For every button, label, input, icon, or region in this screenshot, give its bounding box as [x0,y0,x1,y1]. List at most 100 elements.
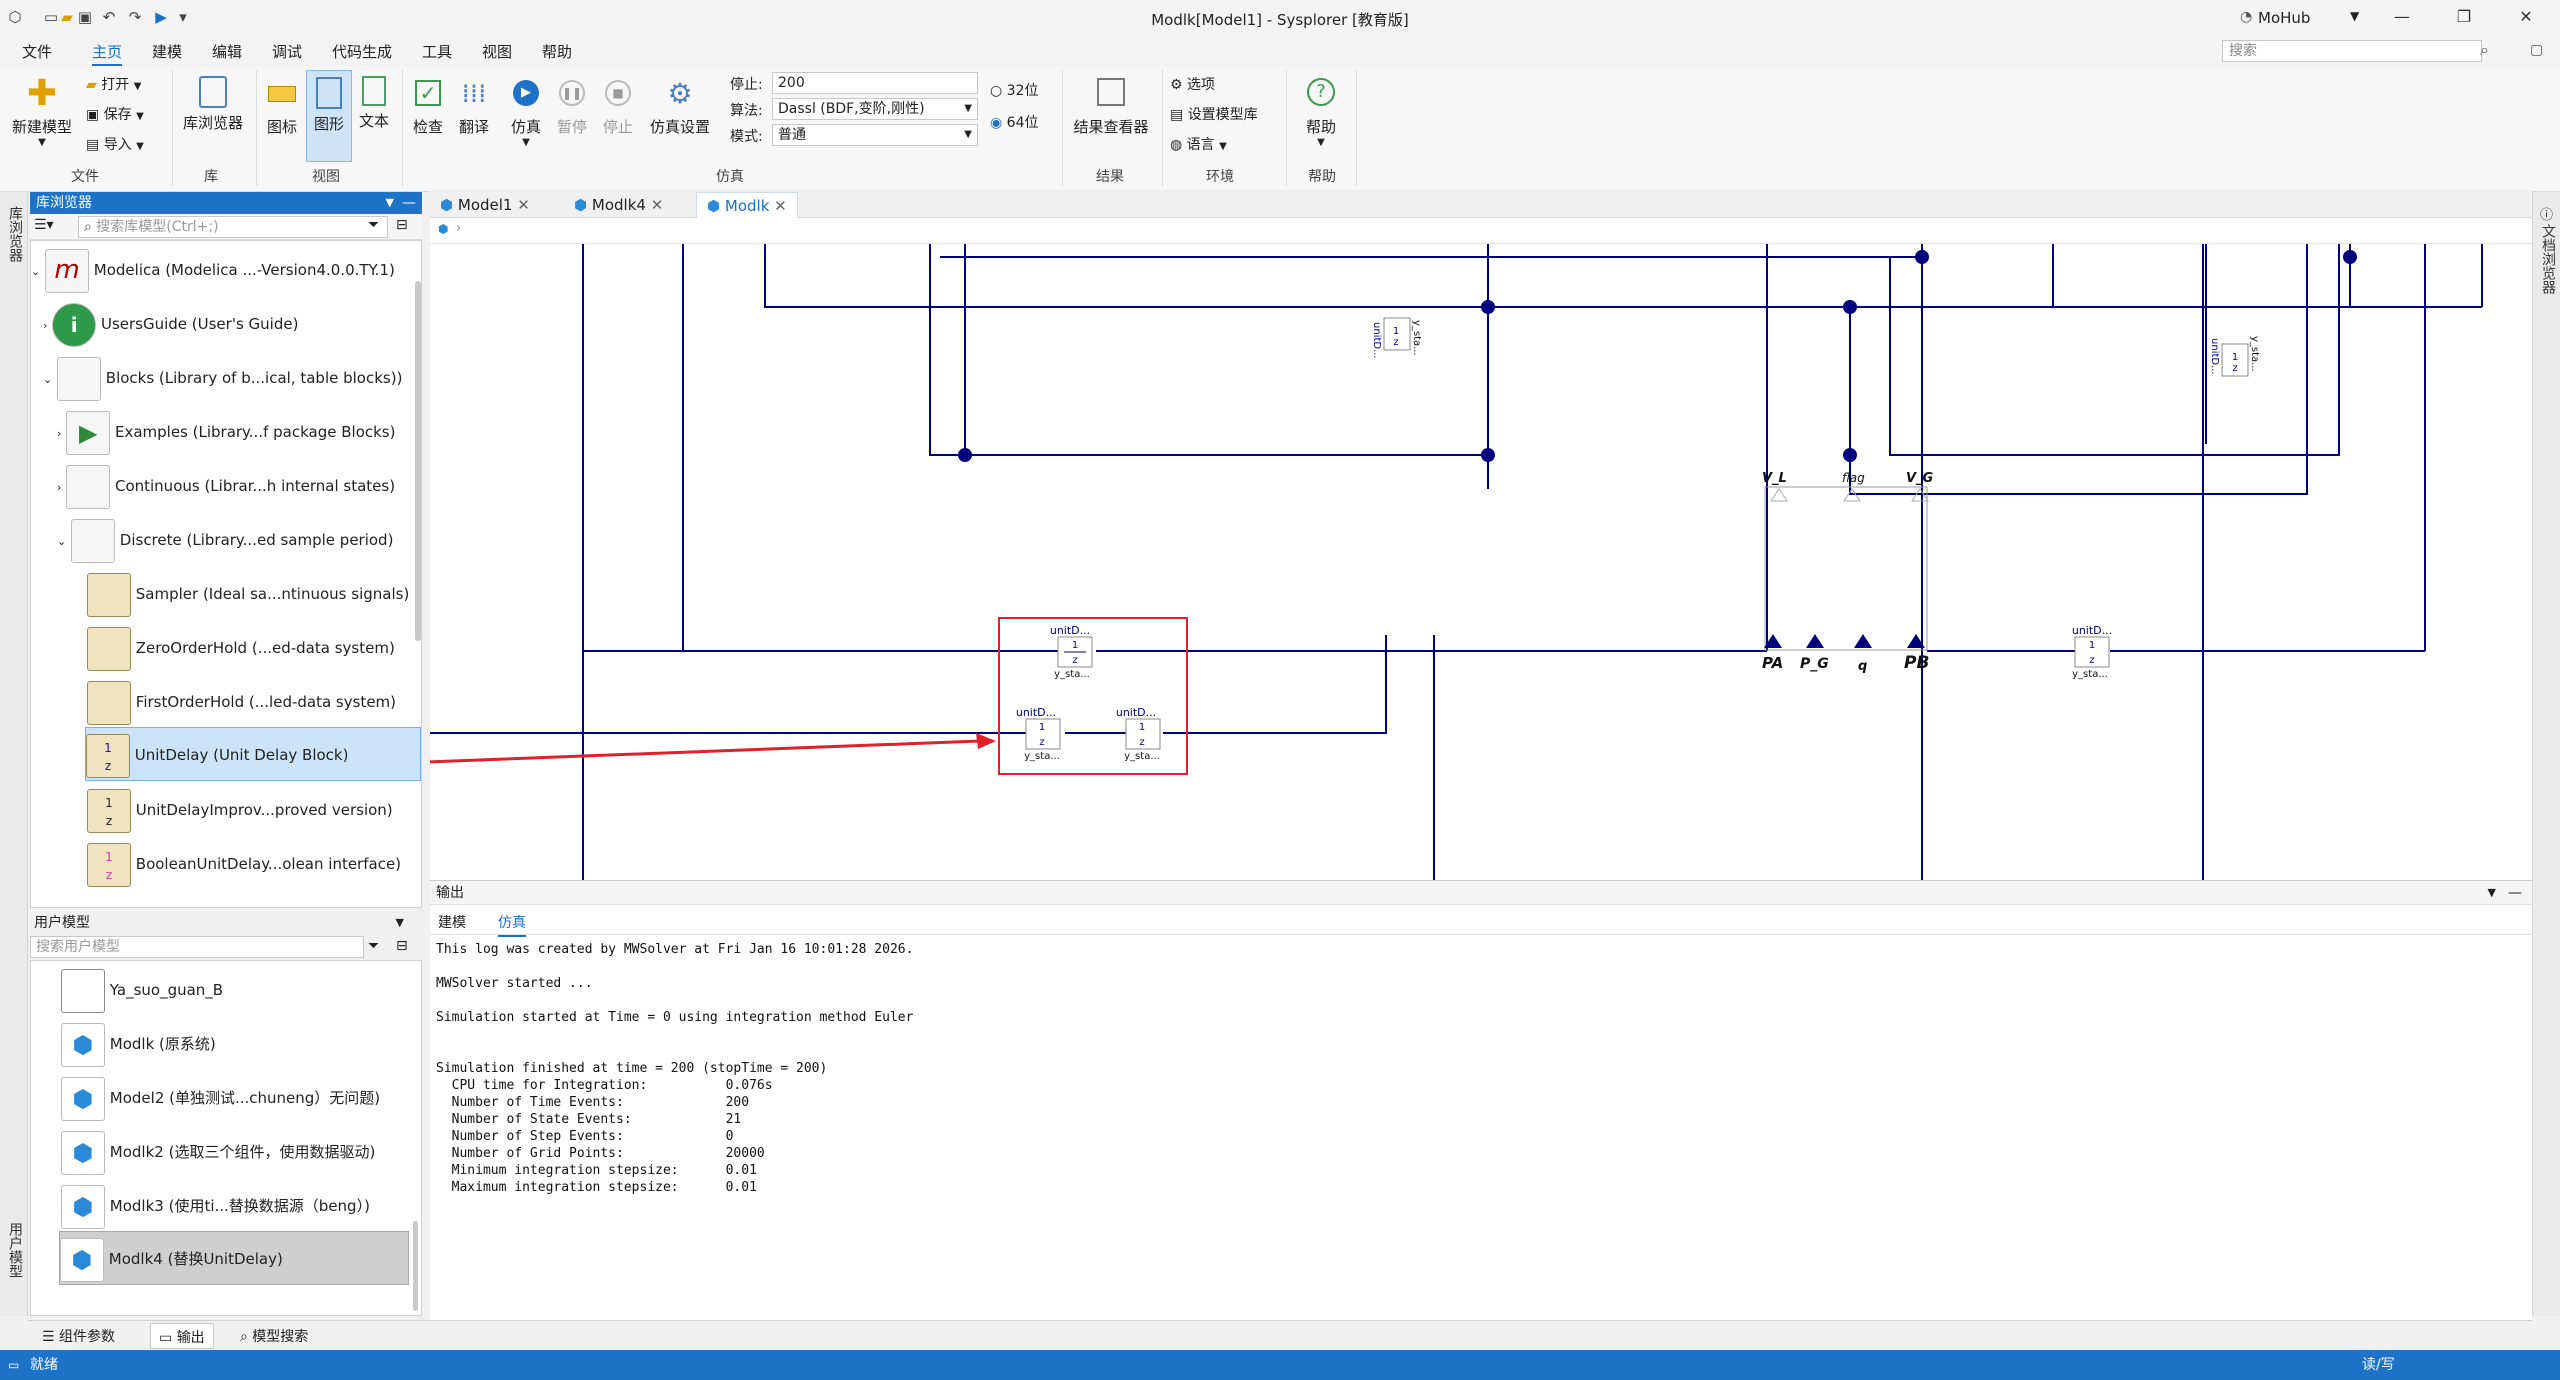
menu-codegen[interactable]: 代码生成 [332,43,393,61]
panel-dropdown-icon[interactable]: ▼ [385,196,394,209]
import-button[interactable]: ▤ 导入 ▼ [86,137,144,153]
user-model-item[interactable]: ⬢ Modlk (原系统) [61,1017,216,1071]
tab-model1[interactable]: ⬢ Model1 ✕ [440,196,530,214]
menu-help[interactable]: 帮助 [542,43,573,61]
unit-delay-block-mid-left[interactable]: unitD... 1 z y_sta... [1016,706,1061,762]
save-button[interactable]: ▣ 保存 ▼ [86,107,144,123]
unit-delay-rotated-right[interactable]: 1 z unitD... y_sta... [2209,336,2260,377]
algorithm-select[interactable]: Dassl (BDF,变阶,刚性)▼ [772,98,978,120]
tree-item-modelica[interactable]: ⌄ m Modelica (Modelica ...-Version4.0.0.… [31,243,395,297]
icon-view-button[interactable]: 图标 [262,76,302,137]
mode-select[interactable]: 普通▼ [772,124,978,146]
tree-item-examples[interactable]: › ▶ Examples (Library...f package Blocks… [57,405,395,459]
tree-item-usersguide[interactable]: › i UsersGuide (User's Guide) [43,297,298,351]
user-dropdown-icon[interactable]: ▼ [2350,9,2360,23]
rail-tab-library-browser[interactable]: 库浏览器 [7,206,23,262]
global-search-input[interactable]: 搜索 [2222,40,2482,62]
close-icon[interactable]: ✕ [2519,7,2533,26]
text-view-button[interactable]: 文本 [354,76,394,131]
language-button[interactable]: ◍ 语言 ▼ [1170,137,1227,153]
list-view-icon[interactable]: ☰▾ [34,217,54,233]
panel-minimize-icon[interactable]: — [2508,885,2522,901]
close-tab-icon[interactable]: ✕ [650,196,664,214]
rail-tab-doc-browser[interactable]: 文档浏览器 [2540,224,2556,294]
result-viewer-button[interactable]: 结果查看器 [1068,76,1154,137]
tab-component-params[interactable]: ☰ 组件参数 [42,1329,116,1345]
open-button[interactable]: ▰ 打开 ▼ [86,77,142,93]
undo-icon[interactable]: ↶ [102,8,116,26]
simulate-button[interactable]: ▶ 仿真 ▼ [506,76,546,148]
user-name[interactable]: MoHub [2258,9,2311,27]
tab-output[interactable]: ▭ 输出 [150,1323,214,1349]
tree-item-blocks[interactable]: ⌄ Blocks (Library of b...ical, table blo… [43,351,402,405]
menu-edit[interactable]: 编辑 [212,43,243,61]
radio-32bit[interactable]: ○ 32位 [990,83,1039,99]
menu-view[interactable]: 视图 [482,43,513,61]
menu-modeling[interactable]: 建模 [152,43,183,61]
menu-tools[interactable]: 工具 [422,43,453,61]
filter-icon[interactable]: ⏷ [368,938,380,954]
stop-time-input[interactable]: 200 [772,72,978,94]
maximize-icon[interactable]: ❐ [2456,7,2472,26]
run-icon[interactable]: ▶ [155,8,167,26]
tree-item-sampler[interactable]: Sampler (Ideal sa...ntinuous signals) [87,567,409,621]
panel-dropdown-icon[interactable]: ▼ [2487,886,2496,899]
output-tab-simulation[interactable]: 仿真 [498,912,526,937]
redo-icon[interactable]: ↷ [128,8,142,26]
options-button[interactable]: ⚙ 选项 [1170,77,1216,93]
menu-debug[interactable]: 调试 [272,43,303,61]
ribbon-collapse-icon[interactable]: ▢ [2530,42,2544,58]
help-button[interactable]: ? 帮助 ▼ [1296,76,1346,148]
unit-delay-rotated-left[interactable]: 1 z unitD... y_sta... [1371,317,1422,359]
diagram-view-button[interactable]: 图形 [306,70,352,162]
tab-model-search[interactable]: ⌕ 模型搜索 [240,1329,309,1345]
user-model-item[interactable]: ⬢ Modlk3 (使用ti...替换数据源（beng）) [61,1179,370,1233]
user-model-item[interactable]: ⬢ Modlk2 (选取三个组件，使用数据驱动) [61,1125,375,1179]
radio-64bit[interactable]: ◉ 64位 [990,115,1039,131]
panel-dropdown-icon[interactable]: ▼ [395,916,404,929]
rail-tab-user-models[interactable]: 用户模型 [7,1222,23,1278]
quick-access-dropdown-icon[interactable]: ▾ [179,8,187,26]
breadcrumb-home-icon[interactable]: ⬢ [438,222,449,236]
minimize-icon[interactable]: — [2394,7,2410,26]
unit-delay-block-mid-right[interactable]: unitD... 1 z y_sta... [1116,706,1161,762]
pause-button[interactable]: ❚❚ 暂停 [552,76,592,137]
tree-item-continuous[interactable]: › Continuous (Librar...h internal states… [57,459,395,513]
user-model-item-selected[interactable]: ⬢ Modlk4 (替换UnitDelay) [59,1231,409,1285]
check-button[interactable]: ✓ 检查 [412,80,443,136]
user-model-item[interactable]: ⬢ Model2 (单独测试...chuneng）无问题) [61,1071,380,1125]
unit-delay-block-top[interactable]: unitD... 1 z y_sta... [1050,624,1093,680]
panel-minimize-icon[interactable]: — [402,195,416,211]
library-scrollbar[interactable] [415,281,421,641]
user-model-item[interactable]: Ya_suo_guan_B [61,963,223,1017]
tree-item-discrete[interactable]: ⌄ Discrete (Library...ed sample period) [57,513,393,567]
diagram-canvas[interactable]: V_L flag V_G PA P_G q PB 1 z unitD... y_… [430,244,2532,880]
collapse-all-icon[interactable]: ⊟ [396,217,408,233]
tree-item-zeroorderhold[interactable]: ZeroOrderHold (...ed-data system) [87,621,395,675]
filter-icon[interactable]: ⏷ [368,217,380,233]
menu-file[interactable]: 文件 [22,43,53,61]
save-icon[interactable]: ▣ [77,8,93,26]
search-icon[interactable]: ⌕ [2480,40,2489,59]
tab-modlk[interactable]: ⬢ Modlk ✕ [696,192,798,218]
collapse-all-icon[interactable]: ⊟ [396,938,408,954]
stop-button[interactable]: ■ 停止 [598,76,638,137]
output-tab-modeling[interactable]: 建模 [438,915,466,931]
sim-settings-button[interactable]: ⚙ 仿真设置 [649,77,710,136]
translate-button[interactable]: ⁞⁞⁞ 翻译 [454,76,494,137]
set-library-button[interactable]: ▤ 设置模型库 [1170,107,1258,123]
menu-home[interactable]: 主页 [92,41,123,66]
open-folder-icon[interactable]: ▰ [61,8,73,26]
user-model-search-input[interactable]: 搜索用户模型 [30,936,364,958]
tree-item-firstorderhold[interactable]: FirstOrderHold (...led-data system) [87,675,396,729]
library-search-input[interactable]: ⌕ 搜索库模型(Ctrl+;) [78,216,388,238]
new-file-icon[interactable]: ▭ [43,8,59,26]
unit-delay-block-right[interactable]: unitD... 1 z y_sta... [2072,624,2112,680]
user-models-scrollbar[interactable] [413,1221,418,1311]
close-tab-icon[interactable]: ✕ [774,197,787,215]
tab-modlk4[interactable]: ⬢ Modlk4 ✕ [574,196,664,214]
library-browser-button[interactable]: 库浏览器 [178,76,248,133]
